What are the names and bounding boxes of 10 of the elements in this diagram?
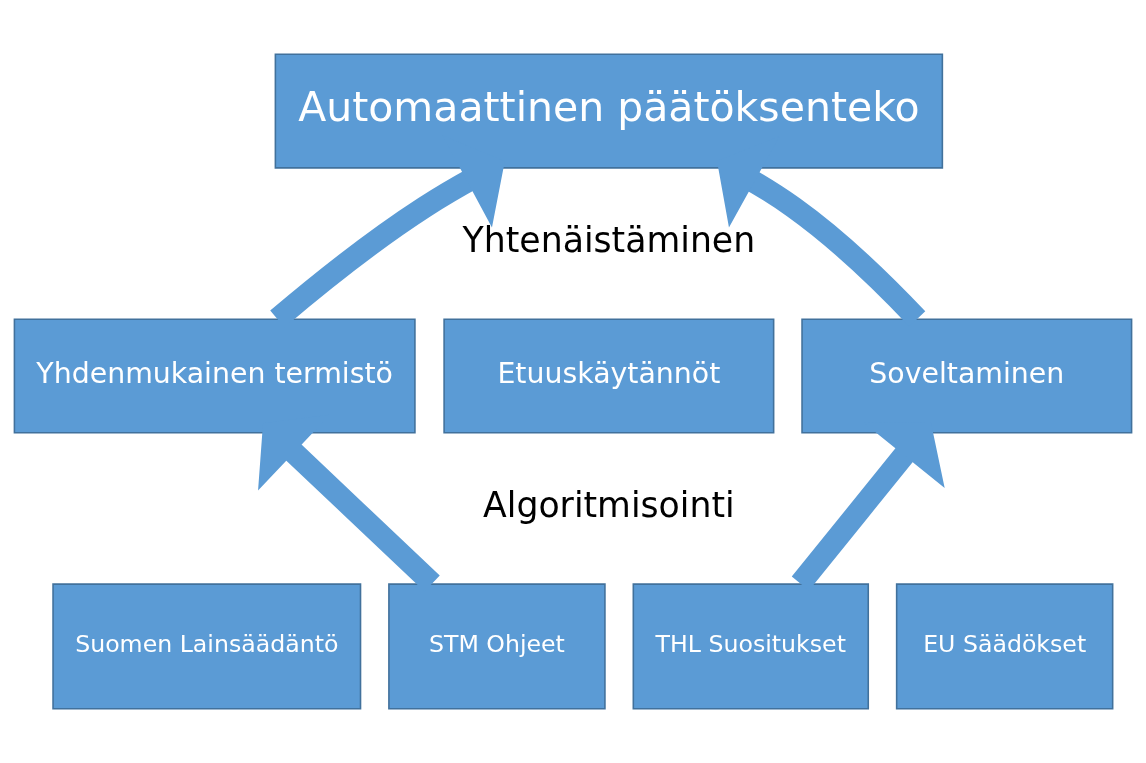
node-box: Automaattinen päätöksenteko	[274, 53, 944, 169]
node-box: EU Säädökset	[895, 583, 1114, 710]
node-box: Yhdenmukainen termistö	[13, 318, 416, 434]
node-box: Suomen Lainsäädäntö	[52, 583, 362, 710]
label: Algoritmisointi	[483, 485, 735, 526]
label: Yhtenäistäminen	[462, 220, 756, 261]
node-box: Soveltaminen	[801, 318, 1133, 434]
node-box: STM Ohjeet	[388, 583, 606, 710]
node-box: Etuuskäytännöt	[443, 318, 775, 434]
node-box: THL Suositukset	[632, 583, 870, 710]
